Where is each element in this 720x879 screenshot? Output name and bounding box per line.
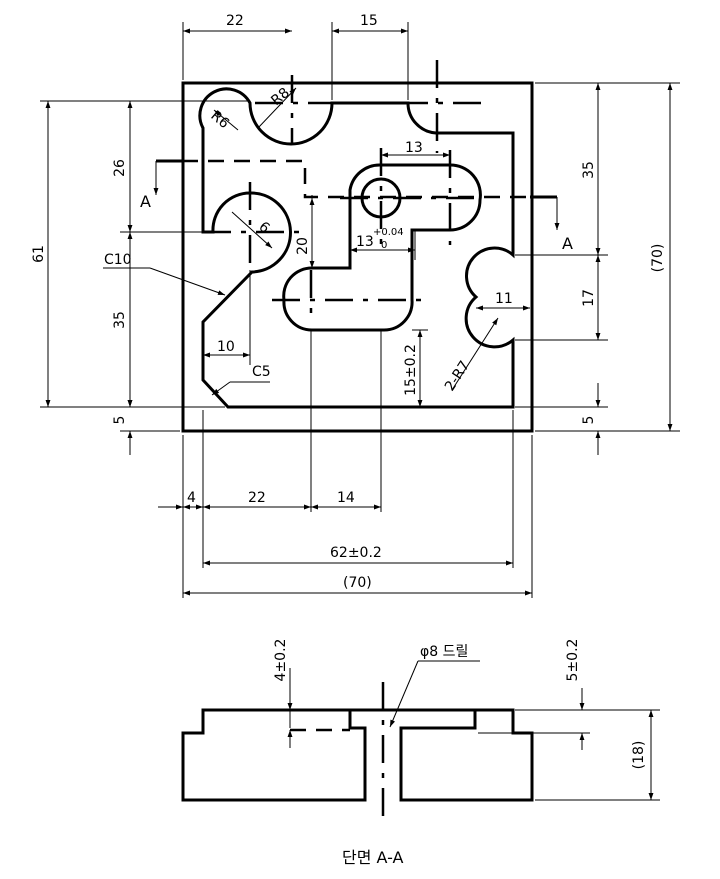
dim-inner-10: 10 <box>217 339 235 355</box>
dim-left-61: 61 <box>31 245 47 263</box>
section-label-right: A <box>562 234 573 253</box>
label-c5: C5 <box>252 364 271 380</box>
section-body-left <box>181 708 367 802</box>
drill-leader <box>389 660 419 728</box>
section-label-left: A <box>140 192 151 211</box>
section-caption: 단면 A-A <box>342 848 404 867</box>
dim-inner-tol-upper: +0.04 <box>373 227 404 238</box>
dim-top-15: 15 <box>360 13 378 29</box>
dim-bottom-4: 4 <box>187 490 196 506</box>
label-c10: C10 <box>104 252 132 268</box>
label-r6: R6 <box>207 108 232 132</box>
dim-inner-20: 20 <box>295 237 311 255</box>
dim-left-5: 5 <box>112 416 128 425</box>
dim-bottom-22: 22 <box>248 490 266 506</box>
dim-inner-11: 11 <box>495 291 513 307</box>
plan-view: A A <box>31 13 680 598</box>
dim-inner-13-mid: 13 <box>356 234 374 250</box>
dim-inner-tol-lower: 0 <box>381 240 387 251</box>
part-outline <box>181 81 534 433</box>
section-line-a <box>156 159 557 199</box>
dim-depth-5: 5±0.2 <box>565 639 581 682</box>
leader-lines <box>103 87 499 396</box>
dim-bottom-62: 62±0.2 <box>330 545 382 561</box>
section-view: 4±0.2 5±0.2 (18) φ8 드릴 단면 A-A <box>181 639 660 867</box>
dim-top-22: 22 <box>226 13 244 29</box>
dim-bottom-70: (70) <box>343 575 372 591</box>
dim-inner-13-top: 13 <box>405 140 423 156</box>
label-radius-6: 6 <box>255 219 272 237</box>
dim-left-35: 35 <box>112 311 128 329</box>
island-profile <box>282 163 482 332</box>
dim-bottom-14: 14 <box>337 490 355 506</box>
drill-label: φ8 드릴 <box>420 644 468 660</box>
dim-height-18: (18) <box>631 741 647 770</box>
extension-lines <box>40 22 680 598</box>
dim-right-17: 17 <box>581 289 597 307</box>
pocket-profile <box>198 87 515 409</box>
dim-right-5: 5 <box>581 416 597 425</box>
dim-left-26: 26 <box>112 159 128 177</box>
dim-right-35: 35 <box>581 161 597 179</box>
dim-depth-4: 4±0.2 <box>273 639 289 682</box>
dimension-text: 22 15 61 26 35 5 35 (70) 17 5 4 22 14 62… <box>31 13 666 591</box>
dim-right-70: (70) <box>650 244 666 273</box>
label-r8: R8 <box>268 85 293 109</box>
dim-inner-15: 15±0.2 <box>403 344 419 396</box>
section-body-right <box>399 708 534 802</box>
dimension-lines <box>45 28 673 596</box>
